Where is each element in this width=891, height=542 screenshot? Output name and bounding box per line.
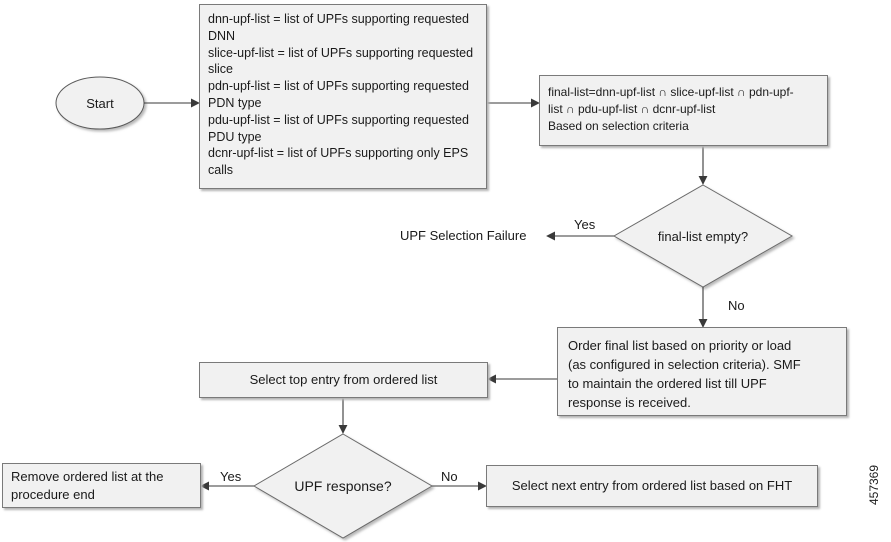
order-line-3: to maintain the ordered list till UPF [568,376,767,391]
lists-line-4: slice [208,62,234,77]
order-line-4: response is received. [568,395,691,410]
order-list-box: Order final list based on priority or lo… [557,327,847,416]
select-top-entry-label: Select top entry from ordered list [249,371,438,387]
final-list-box: final-list=dnn-upf-list ∩ slice-upf-list… [539,75,828,146]
order-line-1: Order final list based on priority or lo… [568,338,792,353]
figure-id: 457369 [867,464,881,506]
lists-line-3: slice-upf-list = list of UPFs supporting… [208,45,474,60]
lists-line-10: calls [208,163,234,178]
final-line-2: list ∩ pdu-upf-list ∩ dcnr-upf-list [548,101,716,116]
lists-line-6: PDN type [208,95,262,110]
upf-response-label: UPF response? [294,478,392,494]
edge-label-no-empty: No [728,298,745,313]
lists-line-5: pdn-upf-list = list of UPFs supporting r… [208,79,469,94]
select-next-entry-label: Select next entry from ordered list base… [511,477,793,493]
edge-label-yes-response: Yes [220,469,242,484]
upf-response-diamond [253,433,433,539]
remove-ordered-list-box: Remove ordered list at the procedure end [2,463,201,508]
order-line-2: (as configured in selection criteria). S… [568,357,801,372]
final-list-empty-label: final-list empty? [657,228,749,244]
edge-label-yes-empty: Yes [574,217,596,232]
final-line-3: Based on selection criteria [548,118,689,133]
remove-line-1: Remove ordered list at the [11,469,164,484]
edge-label-no-response: No [441,469,458,484]
lists-line-2: DNN [208,28,236,43]
upf-selection-failure-label: UPF Selection Failure [400,228,527,243]
lists-line-1: dnn-upf-list = list of UPFs supporting r… [208,12,469,26]
select-next-entry-box: Select next entry from ordered list base… [486,465,818,507]
final-line-1: final-list=dnn-upf-list ∩ slice-upf-list… [548,85,794,99]
remove-line-2: procedure end [11,487,95,502]
lists-line-9: dcnr-upf-list = list of UPFs supporting … [208,146,469,161]
lists-line-7: pdu-upf-list = list of UPFs supporting r… [208,112,469,127]
start-label: Start [86,95,114,111]
upf-lists-box: dnn-upf-list = list of UPFs supporting r… [199,4,487,189]
select-top-entry-box: Select top entry from ordered list [199,362,488,398]
lists-line-8: PDU type [208,129,262,144]
